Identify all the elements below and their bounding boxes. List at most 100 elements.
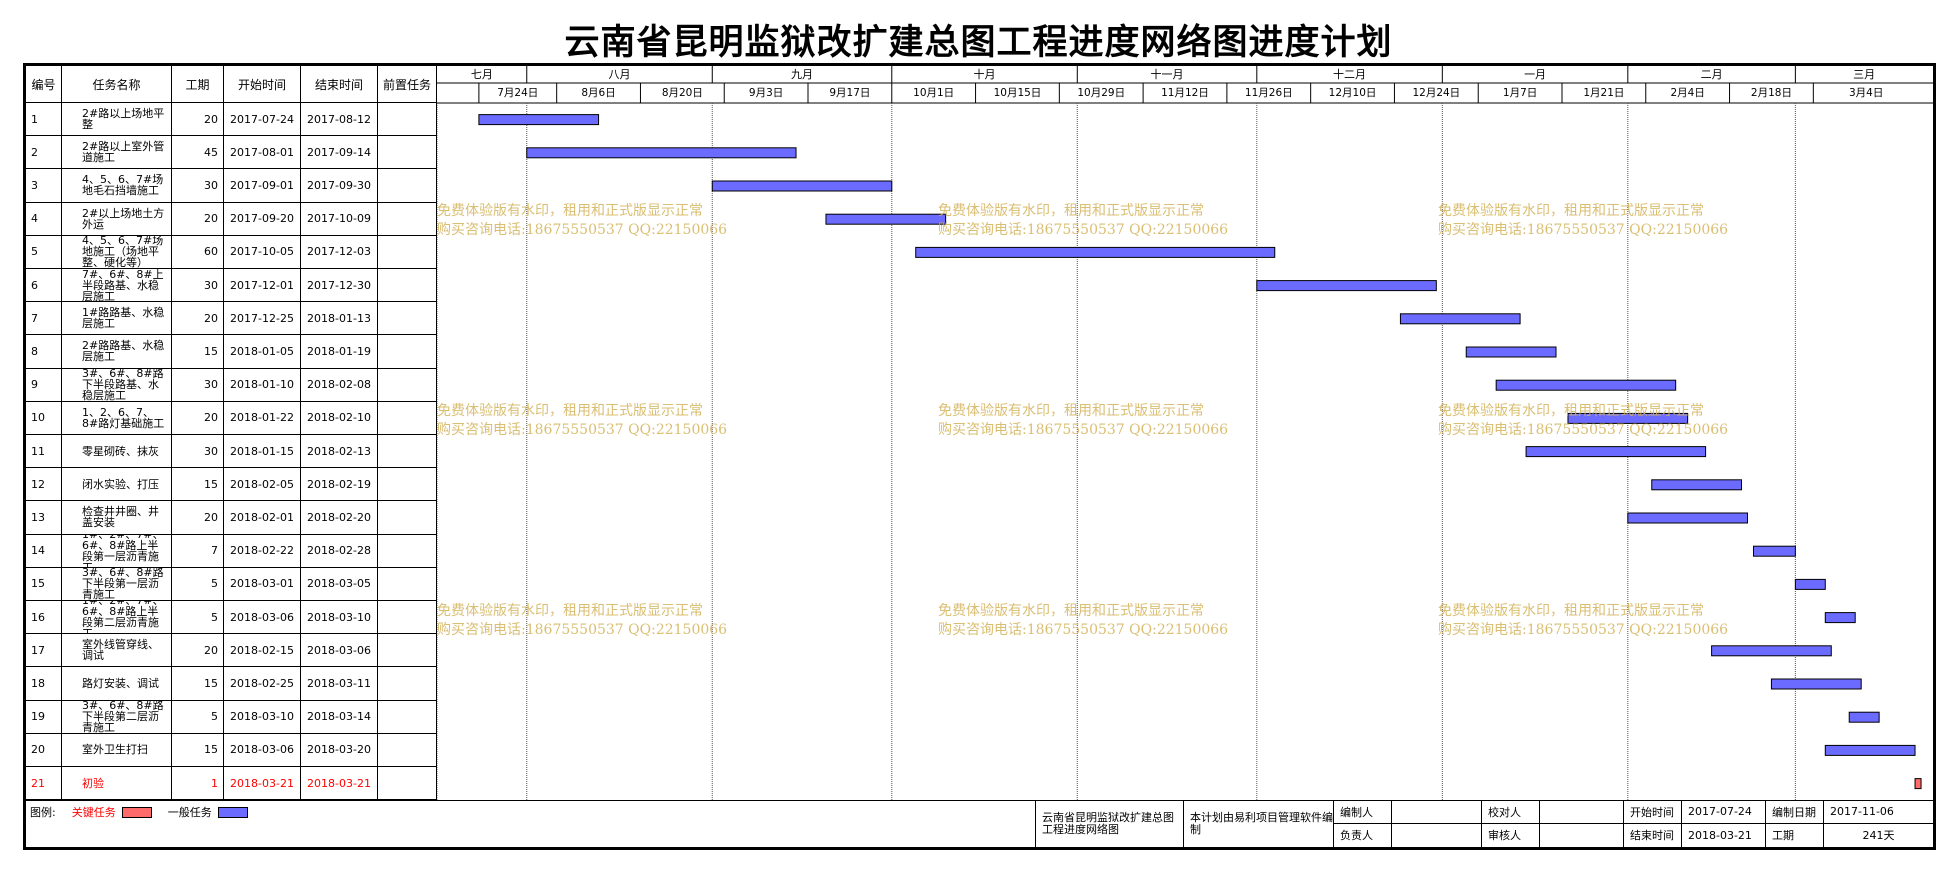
watermark: 免费体验版有水印，租用和正式版显示正常购买咨询电话:18675550537 QQ… [1438,602,1728,640]
task-dur-cell: 45 [172,136,224,170]
task-bar [1627,512,1748,524]
month-label: 十月 [974,67,996,81]
task-pred-cell [378,103,437,137]
week-label: 12月10日 [1329,87,1377,99]
table-row: 141#、2#、7#、6#、8#路上半段第一层沥青施工72018-02-2220… [26,534,437,568]
week-label: 11月26日 [1245,87,1293,99]
task-start-cell: 2018-02-15 [224,634,301,668]
task-bar [711,180,893,192]
task-start-cell: 2018-01-22 [224,401,301,435]
task-end-cell: 2018-03-06 [301,634,378,668]
task-end-cell: 2018-03-21 [301,767,378,801]
task-end-cell: 2018-03-10 [301,601,378,635]
task-dur-cell: 20 [172,302,224,336]
task-name-cell: 1#路路基、水稳层施工 [62,302,172,336]
task-name-cell: 4、5、6、7#场地毛石挡墙施工 [62,169,172,203]
month-label: 九月 [791,68,813,81]
month-label: 十一月 [1151,67,1184,81]
page-title: 云南省昆明监狱改扩建总图工程进度网络图进度计划 [564,22,1393,63]
task-dur-cell: 30 [172,368,224,402]
watermark-line: 购买咨询电话:18675550537 QQ:22150066 [1438,622,1729,638]
task-pred-cell [378,767,437,801]
task-end-cell: 2018-02-28 [301,534,378,568]
footer-compiler-label: 编制人 [1333,800,1391,823]
week-label: 8月20日 [662,87,703,99]
watermark-line: 购买咨询电话:18675550537 QQ:22150066 [437,222,728,238]
task-end-cell: 2018-03-14 [301,700,378,734]
watermark: 免费体验版有水印，租用和正式版显示正常购买咨询电话:18675550537 QQ… [437,202,727,240]
task-start-cell: 2018-02-05 [224,468,301,502]
task-name-cell: 3#、6#、8#路下半段第一层沥青施工 [62,567,172,601]
task-end-cell: 2018-01-13 [301,302,378,336]
week-label: 9月3日 [749,87,783,99]
task-dur-cell: 20 [172,501,224,535]
task-end-cell: 2017-12-30 [301,269,378,303]
footer-responsible-label: 负责人 [1333,823,1391,847]
table-header-pred: 前置任务 [378,66,437,103]
task-end-cell: 2017-09-14 [301,136,378,170]
task-num-cell: 1 [26,103,62,137]
task-num-cell: 4 [26,202,62,236]
watermark-line: 购买咨询电话:18675550537 QQ:22150066 [1438,422,1729,438]
task-name-cell: 2#路路基、水稳层施工 [62,335,172,369]
task-pred-cell [378,202,437,236]
task-name-cell: 3#、6#、8#路下半段第二层沥青施工 [62,700,172,734]
task-pred-cell [378,136,437,170]
footer-checker-label: 校对人 [1481,800,1539,823]
task-start-cell: 2018-02-22 [224,534,301,568]
task-start-cell: 2018-03-01 [224,567,301,601]
task-end-cell: 2017-09-30 [301,169,378,203]
task-bar [1495,379,1677,391]
watermark: 免费体验版有水印，租用和正式版显示正常购买咨询电话:18675550537 QQ… [938,402,1228,440]
task-end-cell: 2018-02-20 [301,501,378,535]
task-dur-cell: 5 [172,567,224,601]
task-bar [526,147,797,159]
task-pred-cell [378,302,437,336]
footer-project-name: 云南省昆明监狱改扩建总图工程进度网络图 [1035,800,1183,847]
task-pred-cell [378,401,437,435]
task-name-cell: 室外线管穿线、调试 [62,634,172,668]
task-bar [915,246,1276,258]
task-num-cell: 5 [26,235,62,269]
week-label: 10月29日 [1077,87,1125,99]
task-num-cell: 6 [26,269,62,303]
watermark-line: 免费体验版有水印，租用和正式版显示正常 [1438,603,1704,619]
week-label: 10月15日 [994,87,1042,99]
task-bar [1525,446,1707,458]
task-end-cell: 2018-02-13 [301,435,378,469]
task-bar [1848,711,1880,723]
watermark-line: 免费体验版有水印，租用和正式版显示正常 [437,603,703,619]
task-end-cell: 2017-10-09 [301,202,378,236]
task-dur-cell: 15 [172,667,224,701]
task-start-cell: 2018-02-01 [224,501,301,535]
watermark-line: 购买咨询电话:18675550537 QQ:22150066 [437,622,728,638]
task-bar [1824,612,1856,624]
footer-duration-label: 工期 [1765,823,1823,847]
task-bar [1651,479,1743,491]
task-name-cell: 闭水实验、打压 [62,468,172,502]
task-bar [1399,313,1521,325]
task-name-cell: 2#路以上室外管道施工 [62,136,172,170]
watermark: 免费体验版有水印，租用和正式版显示正常购买咨询电话:18675550537 QQ… [437,602,727,640]
task-pred-cell [378,169,437,203]
task-bar [1752,545,1796,557]
task-num-cell: 15 [26,567,62,601]
watermark-line: 购买咨询电话:18675550537 QQ:22150066 [938,222,1229,238]
table-header-name: 任务名称 [62,66,172,103]
task-num-cell: 16 [26,601,62,635]
table-header-dur: 工期 [172,66,224,103]
task-name-cell: 3#、6#、8#路下半段路基、水稳层施工 [62,368,172,402]
footer-edit-date-value: 2017-11-06 [1823,800,1933,823]
task-end-cell: 2018-02-08 [301,368,378,402]
week-label: 7月24日 [497,87,538,99]
watermark-line: 免费体验版有水印，租用和正式版显示正常 [938,203,1204,219]
